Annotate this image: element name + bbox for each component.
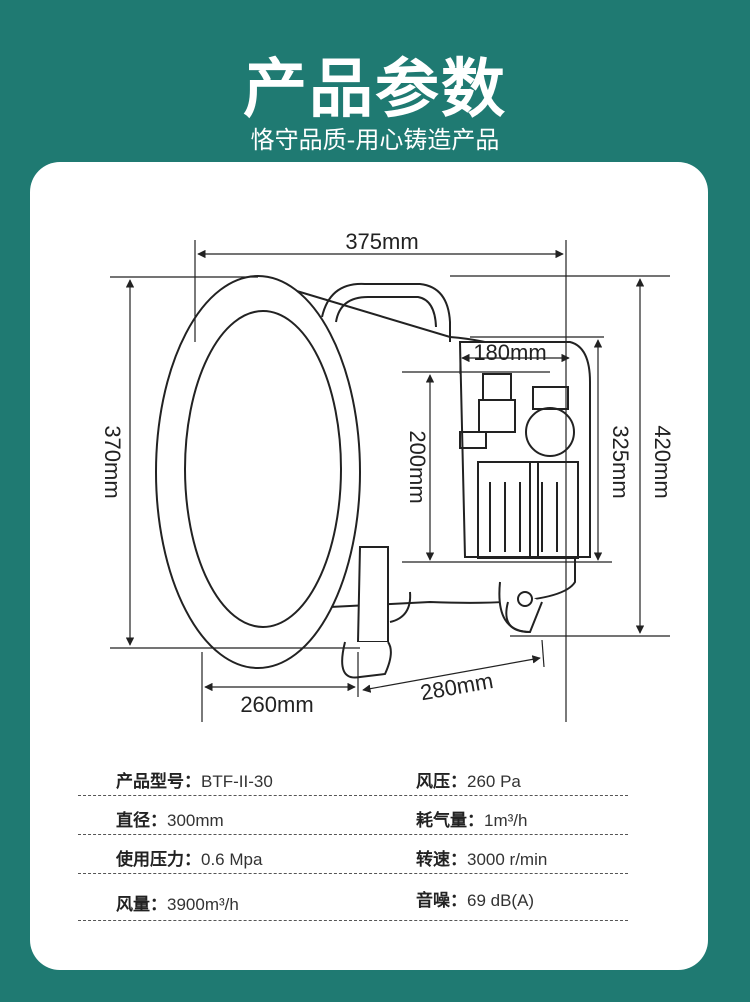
spec-label: 音噪：	[416, 891, 467, 911]
fan-illustration	[155, 275, 591, 679]
spec-card: 375mm 180mm 370mm 200mm 325mm 420mm 260m…	[30, 162, 708, 970]
spec-row: 直径：300mm 耗气量：1m³/h	[78, 796, 628, 835]
spec-label: 使用压力：	[116, 850, 201, 870]
page-subtitle: 恪守品质-用心铸造产品	[250, 126, 500, 154]
dim-height-inner: 200mm	[405, 430, 430, 503]
spec-row: 使用压力：0.6 Mpa 转速：3000 r/min	[78, 835, 628, 874]
spec-label: 风压：	[416, 772, 467, 792]
dim-inner-width: 180mm	[473, 340, 546, 365]
page-title: 产品参数	[243, 53, 507, 127]
spec-label: 风量：	[116, 895, 167, 915]
spec-value: 69 dB(A)	[467, 891, 535, 910]
fan-dimension-diagram: 375mm 180mm 370mm 200mm 325mm 420mm 260m…	[100, 229, 675, 722]
spec-table: 产品型号：BTF-II-30 风压：260 Pa 直径：300mm 耗气量：1m…	[78, 757, 628, 921]
dim-height-left: 370mm	[100, 425, 125, 498]
dim-base-right: 280mm	[418, 668, 495, 705]
spec-row: 风量：3900m³/h 音噪：69 dB(A)	[78, 874, 628, 921]
spec-value: 1m³/h	[484, 811, 528, 830]
dim-height-mid: 325mm	[608, 425, 633, 498]
dim-base-left: 260mm	[240, 692, 313, 717]
spec-value: 3000 r/min	[467, 850, 548, 869]
dim-height-right: 420mm	[650, 425, 675, 498]
spec-label: 直径：	[116, 811, 167, 831]
spec-label: 转速：	[416, 850, 467, 870]
spec-row: 产品型号：BTF-II-30 风压：260 Pa	[78, 757, 628, 796]
spec-value: 300mm	[167, 811, 224, 830]
spec-value: 260 Pa	[467, 772, 521, 791]
spec-value: BTF-II-30	[201, 772, 273, 791]
spec-label: 产品型号：	[116, 772, 201, 792]
spec-label: 耗气量：	[416, 811, 484, 831]
dim-width-top: 375mm	[345, 229, 418, 254]
dimension-lines	[110, 240, 670, 722]
spec-value: 3900m³/h	[167, 895, 239, 914]
spec-value: 0.6 Mpa	[201, 850, 263, 869]
